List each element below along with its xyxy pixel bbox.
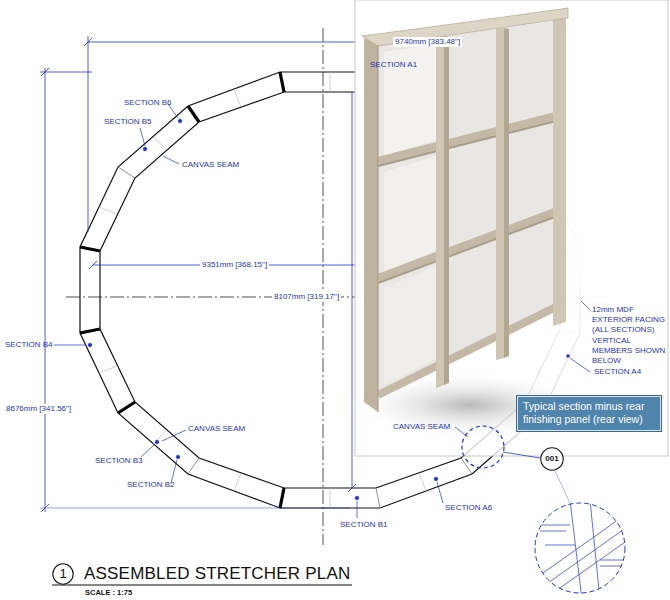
- view-number-bubble: 1: [52, 563, 74, 585]
- image-caption-box: Typical section minus rear finishing pan…: [517, 396, 661, 431]
- note-label: 12mm MDF EXTERIOR FACING (ALL SECTIONS): [592, 305, 666, 335]
- section-label: SECTION B5: [104, 117, 152, 127]
- seam-label: CANVAS SEAM: [188, 424, 245, 434]
- bubble-circle: [541, 448, 563, 470]
- section-label: SECTION B2: [127, 480, 175, 490]
- scale-label: SCALE : 1:75: [85, 588, 132, 598]
- node-text: Typical section minus rear finishing pan…: [523, 400, 655, 425]
- node-text: 1: [59, 566, 66, 582]
- node-text: 001: [545, 454, 558, 464]
- section-label: SECTION B3: [95, 456, 143, 466]
- section-label: SECTION A4: [594, 367, 641, 377]
- section-label: SECTION A6: [445, 503, 492, 513]
- section-label: SECTION B1: [340, 520, 388, 530]
- section-label: SECTION B6: [124, 98, 172, 108]
- note-label: VERTICAL MEMBERS SHOWN BELOW: [592, 336, 666, 366]
- dimension-label: 8676mm [341.56"]: [4, 404, 73, 414]
- bubble-circle: [53, 564, 73, 584]
- section-label: SECTION B4: [5, 340, 53, 350]
- dimension-label: 8107mm [319.17"]: [272, 292, 341, 302]
- seam-label: CANVAS SEAM: [393, 422, 450, 432]
- dimension-label: 9351mm [368.15"]: [200, 260, 269, 270]
- dimension-label: 9740mm [383.48"]: [393, 37, 462, 47]
- seam-label: CANVAS SEAM: [182, 160, 239, 170]
- detail-reference-bubble: 001: [540, 447, 564, 471]
- section-label: SECTION A1: [370, 60, 417, 70]
- drawing-title: ASSEMBLED STRETCHER PLAN: [84, 564, 350, 584]
